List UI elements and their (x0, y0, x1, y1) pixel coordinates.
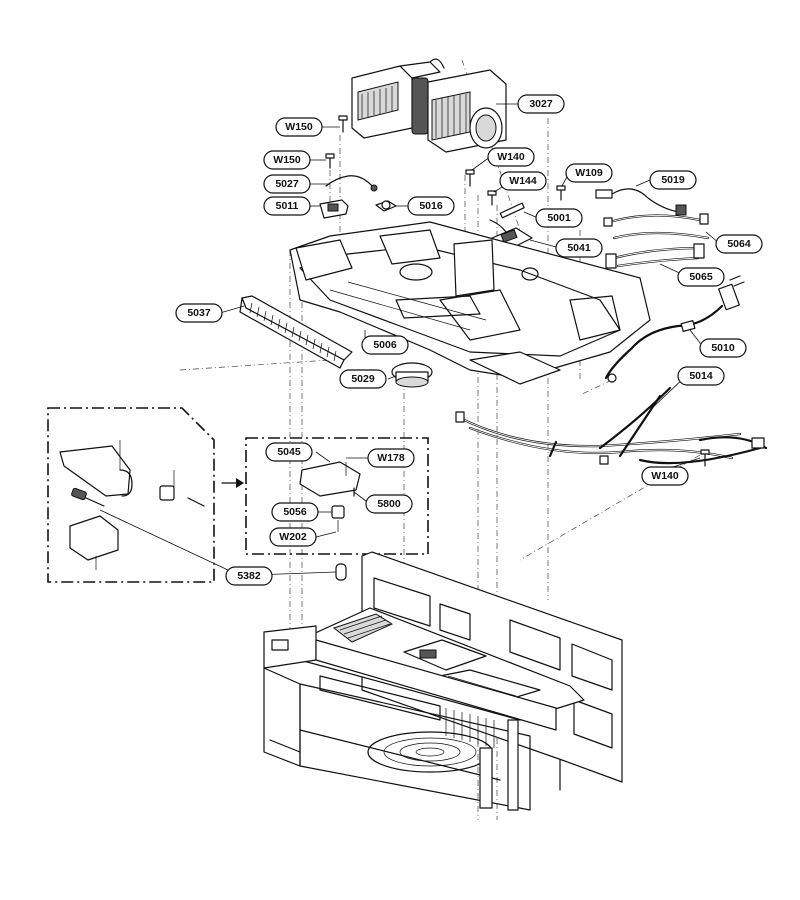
callout-5011: 5011 (263, 196, 311, 216)
callout-5010: 5010 (699, 338, 747, 358)
svg-text:W150: W150 (285, 121, 313, 133)
svg-text:W178: W178 (377, 452, 405, 464)
svg-text:W150: W150 (273, 154, 301, 166)
svg-text:5064: 5064 (727, 238, 751, 250)
svg-text:5045: 5045 (277, 446, 301, 458)
switch-harness-5019 (595, 188, 687, 216)
callout-5056: 5056 (271, 502, 319, 522)
svg-text:5800: 5800 (377, 498, 401, 510)
inset-arrow (221, 478, 244, 488)
callout-5001: 5001 (535, 208, 583, 228)
svg-text:W109: W109 (575, 167, 603, 179)
callout-5014: 5014 (677, 366, 725, 386)
svg-text:5001: 5001 (547, 212, 571, 224)
callout-w109: W109 (565, 163, 613, 183)
svg-text:5056: 5056 (283, 506, 307, 518)
left-inset-detail (47, 407, 215, 583)
callout-5800: 5800 (365, 494, 413, 514)
callout-5019: 5019 (649, 170, 697, 190)
svg-text:5014: 5014 (689, 370, 713, 382)
svg-text:5065: 5065 (689, 271, 713, 283)
screw-w150-a (338, 115, 348, 133)
svg-text:W140: W140 (497, 151, 525, 163)
svg-text:3027: 3027 (529, 98, 553, 110)
svg-text:W144: W144 (509, 175, 537, 187)
callout-5037: 5037 (175, 303, 223, 323)
callout-5041: 5041 (555, 238, 603, 258)
svg-text:5010: 5010 (711, 342, 735, 354)
callout-5029: 5029 (339, 369, 387, 389)
svg-text:5019: 5019 (661, 174, 685, 186)
svg-text:W202: W202 (279, 531, 307, 543)
svg-text:5029: 5029 (351, 373, 375, 385)
svg-text:5006: 5006 (373, 339, 397, 351)
microwave-chassis (263, 551, 623, 811)
callout-w202: W202 (269, 527, 317, 547)
callout-5045: 5045 (265, 442, 313, 462)
power-cord-5010 (604, 275, 745, 383)
callout-5027: 5027 (263, 174, 311, 194)
wire-harness-5014 (455, 386, 768, 467)
callout-3027: 3027 (517, 94, 565, 114)
svg-text:5382: 5382 (237, 570, 261, 582)
wire-harness-5065 (605, 243, 705, 269)
fan-motor-5029 (391, 362, 433, 388)
wire-harness-5064 (603, 213, 710, 240)
screw-w150-b (325, 153, 335, 169)
svg-text:5037: 5037 (187, 307, 211, 319)
callout-w140-b: W140 (641, 466, 689, 486)
callout-w178: W178 (367, 448, 415, 468)
thermostat-5011 (319, 199, 349, 219)
thermal-cutout-5016 (375, 200, 397, 212)
callout-5065: 5065 (677, 267, 725, 287)
svg-text:5041: 5041 (567, 242, 591, 254)
base-plate-assembly (289, 221, 651, 385)
callout-5064: 5064 (715, 234, 763, 254)
callout-w144: W144 (499, 171, 547, 191)
svg-text:W140: W140 (651, 470, 679, 482)
svg-text:5027: 5027 (275, 178, 299, 190)
callout-5016: 5016 (407, 196, 455, 216)
svg-text:5016: 5016 (419, 200, 443, 212)
small-hardware (319, 115, 710, 269)
callout-5382: 5382 (225, 566, 273, 586)
blower-motor-assembly (351, 58, 507, 153)
callout-w150-a: W150 (275, 117, 323, 137)
right-inset-detail (245, 437, 429, 555)
callout-labels: 3027 W150 W150 5027 5011 W140 W144 W109 … (175, 94, 763, 586)
callout-w150-b: W150 (263, 150, 311, 170)
callout-w140-a: W140 (487, 147, 535, 167)
callout-5006: 5006 (361, 335, 409, 355)
svg-text:5011: 5011 (276, 200, 299, 212)
part-5382 (335, 563, 347, 581)
vent-grille-5037 (239, 295, 353, 369)
